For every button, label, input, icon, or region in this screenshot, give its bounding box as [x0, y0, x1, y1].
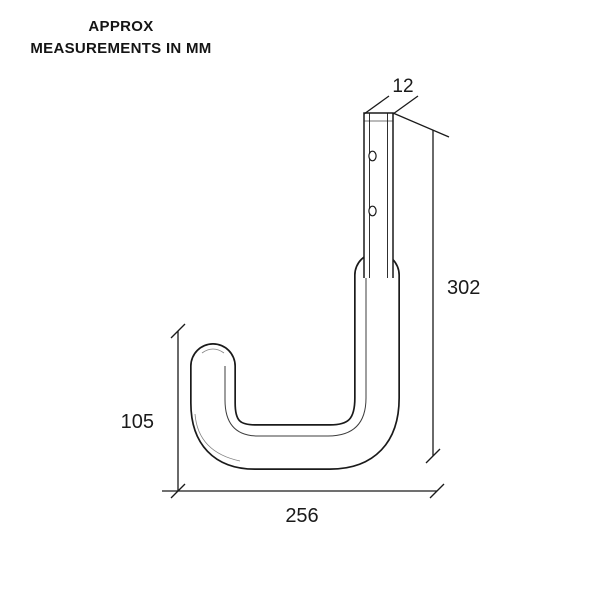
mounting-plate [363, 112, 394, 278]
tube-shading-line [224, 277, 367, 437]
dim-105-label: 105 [121, 411, 154, 433]
dimension-hook-depth: 256 [162, 483, 445, 527]
dim-256-label: 256 [285, 505, 318, 527]
dim-105-top-tick [170, 323, 186, 339]
title-line-1: APPROX [88, 18, 154, 35]
dimension-total-height: 302 [425, 130, 480, 464]
mounting-plate-body [363, 112, 394, 278]
dim-12-leader [392, 112, 450, 138]
dim-256-right-tick [429, 483, 445, 499]
tube-tip-sketch-arc [201, 348, 225, 354]
dim-12-label: 12 [392, 76, 413, 97]
dimension-plate-width: 12 [363, 76, 450, 138]
screw-hole-top [368, 150, 377, 162]
dim-302-bottom-tick [425, 448, 441, 464]
dim-12-tick-left [363, 95, 390, 115]
hook-tube [190, 252, 400, 470]
title-line-2: MEASUREMENTS IN MM [30, 40, 212, 57]
dim-12-tick-right [392, 95, 419, 115]
dimension-upturn-height: 105 [121, 323, 186, 491]
dim-256-left-tick [170, 483, 186, 499]
diagram-title: APPROX MEASUREMENTS IN MM [28, 16, 214, 60]
screw-hole-bottom [368, 205, 377, 217]
tube-outer-sketch-arc [194, 413, 241, 462]
dim-302-label: 302 [447, 277, 480, 299]
hook-tube-fill [191, 253, 399, 469]
